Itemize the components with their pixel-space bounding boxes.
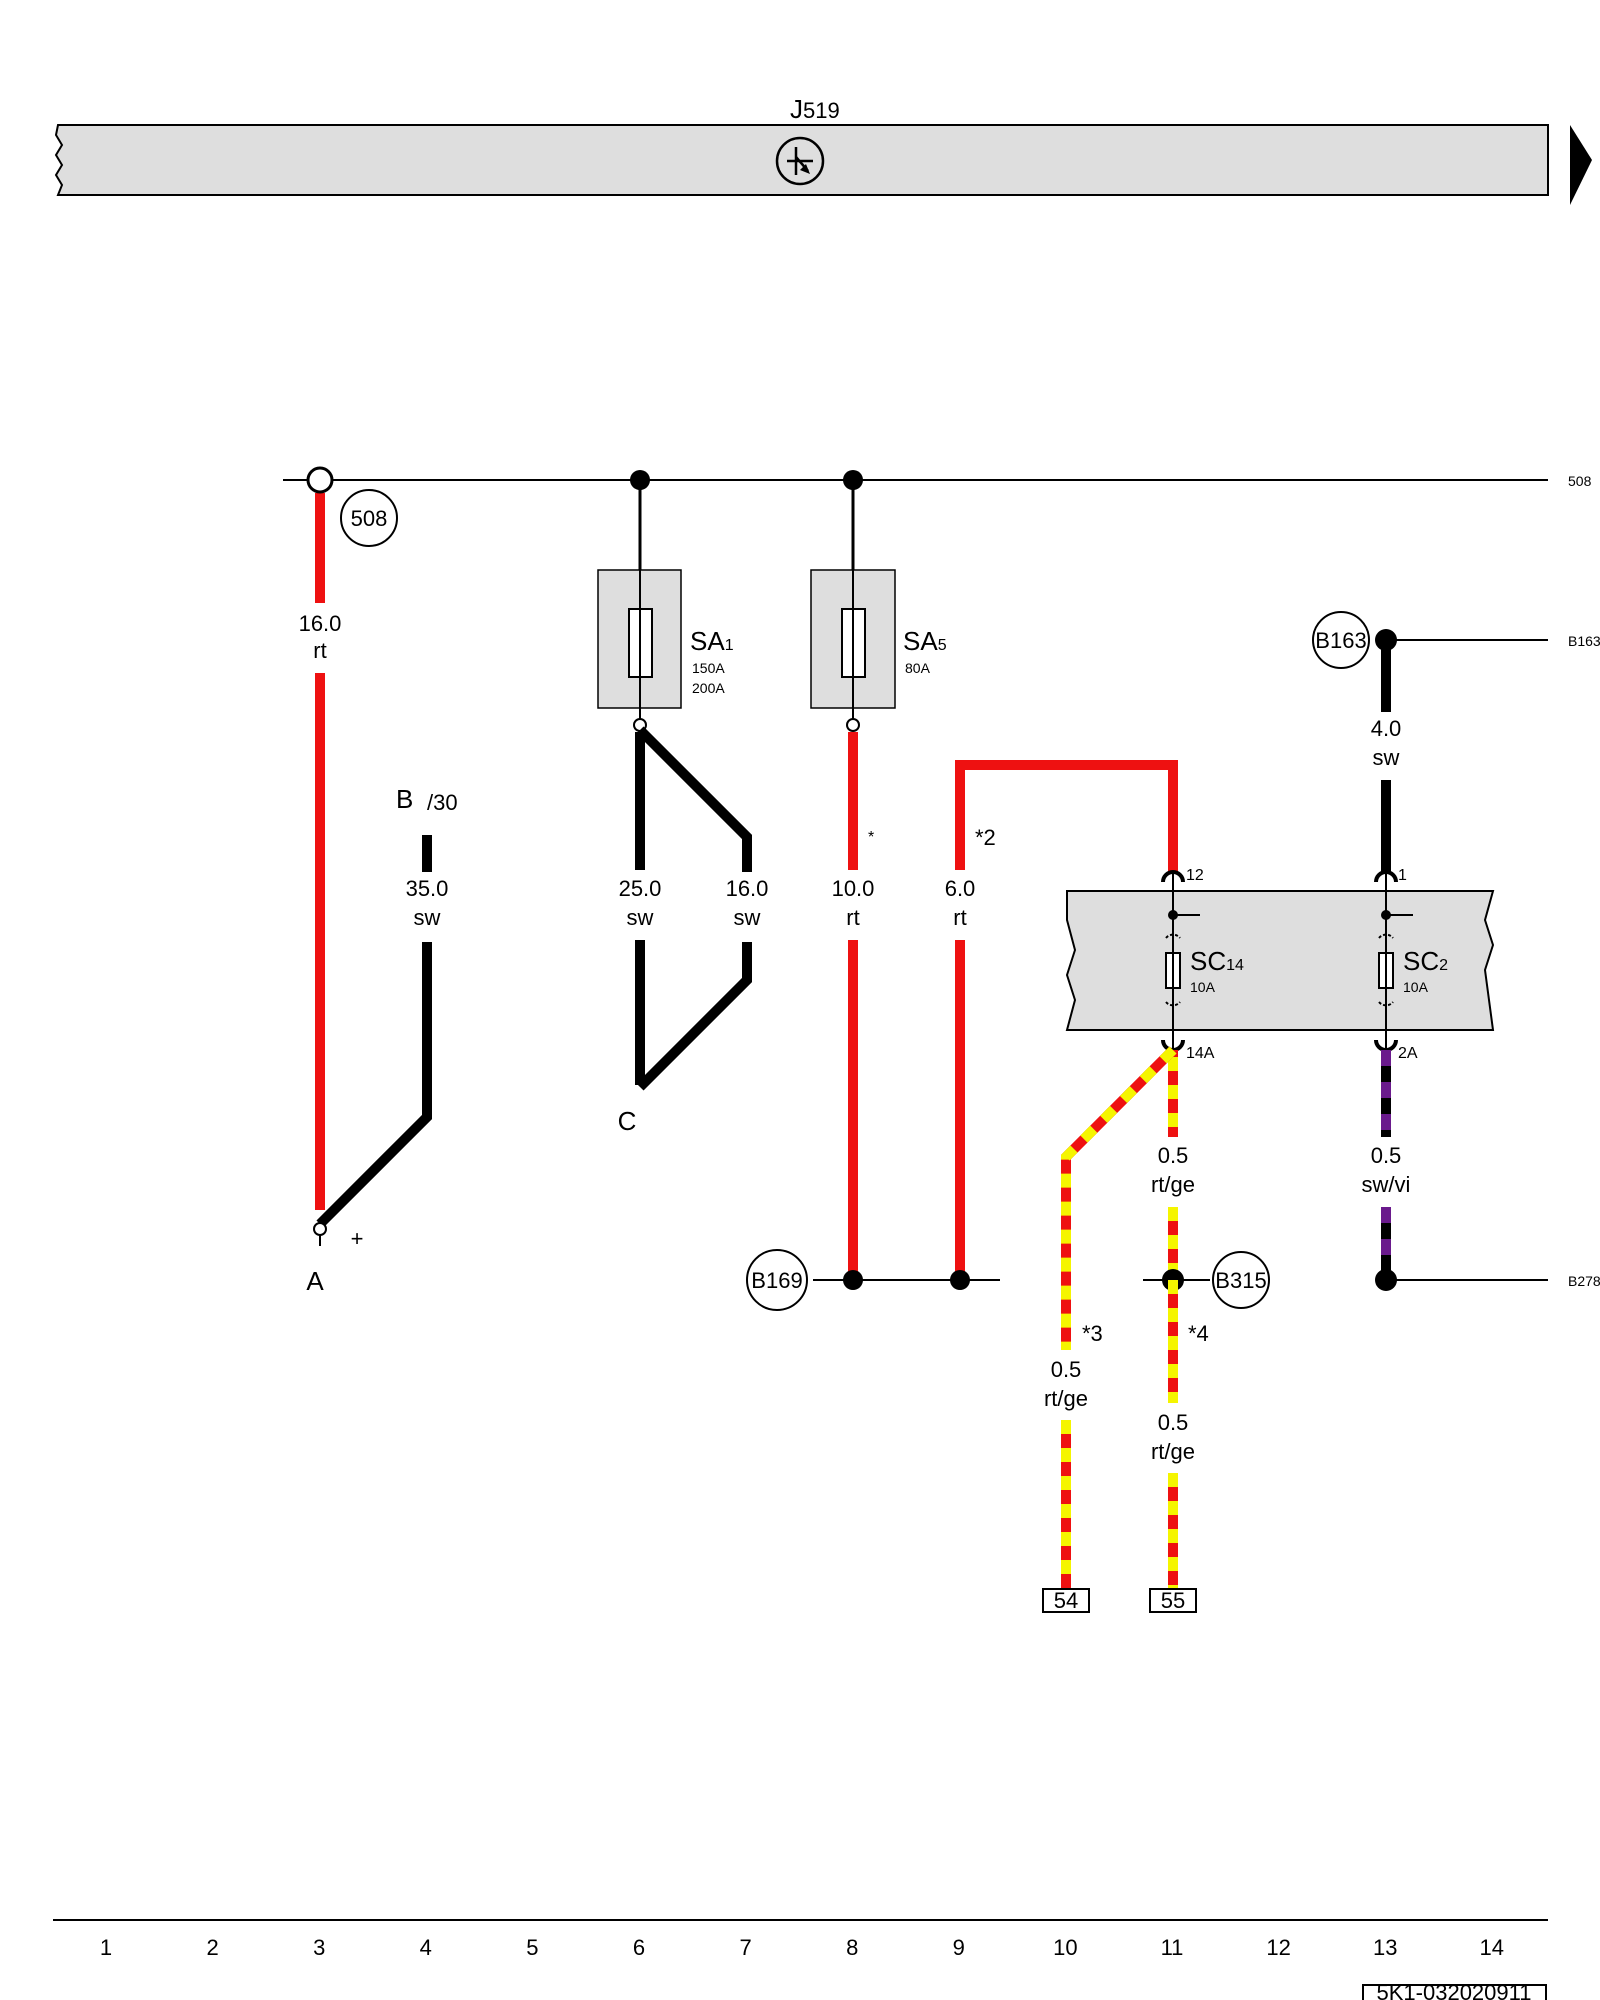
wire-color: rt/ge: [1151, 1439, 1195, 1464]
wire-16-rt: 508 16.0 rt: [299, 466, 398, 1210]
node-b169-label: B169: [751, 1268, 802, 1293]
wire-size: 25.0: [619, 876, 662, 901]
wire-color: sw: [734, 905, 761, 930]
column-number: 12: [1266, 1935, 1290, 1960]
node-508-label: 508: [351, 506, 388, 531]
column-number: 3: [313, 1935, 325, 1960]
column-number: 10: [1053, 1935, 1077, 1960]
column-number: 2: [206, 1935, 218, 1960]
connector-55: 55: [1149, 1588, 1197, 1613]
wire-note: *3: [1082, 1321, 1103, 1346]
wire-color: rt: [313, 638, 326, 663]
connector-55-label: 55: [1161, 1588, 1185, 1613]
wire-size: 16.0: [299, 611, 342, 636]
column-number: 7: [739, 1935, 751, 1960]
node-b315: B315: [1143, 1251, 1270, 1309]
terminal-b-label: B: [396, 784, 413, 814]
terminal-c-label: C: [618, 1106, 637, 1136]
wire-note: *: [868, 829, 874, 846]
fuse-sa5-rating: 80A: [905, 660, 931, 676]
wire-16-sw: 16.0 sw C: [618, 726, 769, 1136]
wire-size: 35.0: [406, 876, 449, 901]
wire-color: rt/ge: [1151, 1172, 1195, 1197]
wire-35-sw: 35.0 sw B /30: [316, 784, 458, 1228]
fuse-sa1-label: SA1: [690, 626, 734, 656]
column-number: 8: [846, 1935, 858, 1960]
connector-54: 54: [1042, 1588, 1090, 1613]
wire-note: *2: [975, 825, 996, 850]
node-b315-label: B315: [1215, 1268, 1266, 1293]
bus-b278-ref: B278: [1568, 1273, 1600, 1289]
column-number: 4: [420, 1935, 432, 1960]
wire-size: 6.0: [945, 876, 976, 901]
terminal-a-plus: +: [351, 1226, 364, 1251]
wire-color: rt: [953, 905, 966, 930]
wire-size: 0.5: [1158, 1143, 1189, 1168]
wire-size: 0.5: [1051, 1357, 1082, 1382]
fuse-sa1: SA1 150A 200A: [597, 470, 734, 732]
node-b169: B169: [746, 1249, 1000, 1311]
bus-508-ref: 508: [1568, 473, 1592, 489]
wire-color: sw: [414, 905, 441, 930]
pin-1-label: 1: [1398, 867, 1407, 884]
column-number: 9: [953, 1935, 965, 1960]
column-number: 5: [526, 1935, 538, 1960]
wire-4-sw: B163 4.0 sw: [1312, 611, 1402, 872]
wire-size: 16.0: [726, 876, 769, 901]
node-508: [340, 489, 398, 547]
terminal-b-sub: /30: [427, 790, 458, 815]
fuse-sa1-rating-1: 150A: [692, 660, 725, 676]
terminal-a: A +: [306, 1222, 364, 1296]
column-number: 6: [633, 1935, 645, 1960]
wire-size: 0.5: [1371, 1143, 1402, 1168]
terminal-a-label: A: [306, 1266, 324, 1296]
fuse-sa5-label: SA5: [903, 626, 947, 656]
wire-0-5-rt-ge-to-55: *4 0.5 rt/ge: [1151, 1280, 1209, 1590]
wire-color: sw/vi: [1362, 1172, 1411, 1197]
wire-0-5-sw-vi: 0.5 sw/vi: [1362, 1050, 1411, 1291]
control-unit-symbol-icon: [775, 136, 825, 186]
node-b163-label: B163: [1315, 628, 1366, 653]
control-unit-j519: J519: [54, 94, 1549, 196]
pin-2a-label: 2A: [1398, 1045, 1418, 1062]
fuse-sc14: 12 SC14 10A 14A: [1161, 867, 1244, 1062]
control-unit-label: J519: [790, 94, 840, 124]
column-number: 13: [1373, 1935, 1397, 1960]
bus-b163-ref: B163: [1568, 633, 1600, 649]
fuse-sc2-label: SC2: [1403, 946, 1448, 976]
wire-color: rt: [846, 905, 859, 930]
wire-size: 0.5: [1158, 1410, 1189, 1435]
wire-10-rt: * 10.0 rt: [832, 732, 875, 1280]
wire-0-5-rt-ge-upper: 0.5 rt/ge: [1151, 1050, 1195, 1280]
wire-size: 10.0: [832, 876, 875, 901]
wire-size: 4.0: [1371, 716, 1402, 741]
fuse-sc14-label: SC14: [1190, 946, 1244, 976]
connector-54-label: 54: [1054, 1588, 1078, 1613]
column-number: 11: [1161, 1935, 1184, 1960]
pin-14a-label: 14A: [1186, 1045, 1215, 1062]
bus-508: 508 B163 B278: [283, 473, 1600, 1289]
wire-0-5-rt-ge-to-54: *3 0.5 rt/ge: [1044, 1046, 1177, 1590]
splice-508-open: [306, 466, 334, 494]
doc-code: 5K1-032020911: [1377, 1980, 1532, 2000]
wire-color: sw: [627, 905, 654, 930]
wire-color: sw: [1373, 745, 1400, 770]
wire-6-rt: *2 6.0 rt: [945, 760, 1178, 1280]
fuse-sa5: SA5 80A: [810, 470, 947, 732]
fuse-sc2-rating: 10A: [1403, 979, 1429, 995]
column-number: 14: [1480, 1935, 1504, 1960]
fuse-sc2: 1 SC2 10A 2A: [1374, 867, 1448, 1062]
column-number: 1: [100, 1935, 112, 1960]
pin-12-label: 12: [1186, 867, 1204, 884]
wire-color: rt/ge: [1044, 1386, 1088, 1411]
fuse-sc14-rating: 10A: [1190, 979, 1216, 995]
wire-note: *4: [1188, 1321, 1209, 1346]
fuse-sa1-rating-2: 200A: [692, 680, 725, 696]
continuation-arrow-icon: [1570, 125, 1592, 205]
wire-25-sw: 25.0 sw: [619, 732, 662, 1085]
